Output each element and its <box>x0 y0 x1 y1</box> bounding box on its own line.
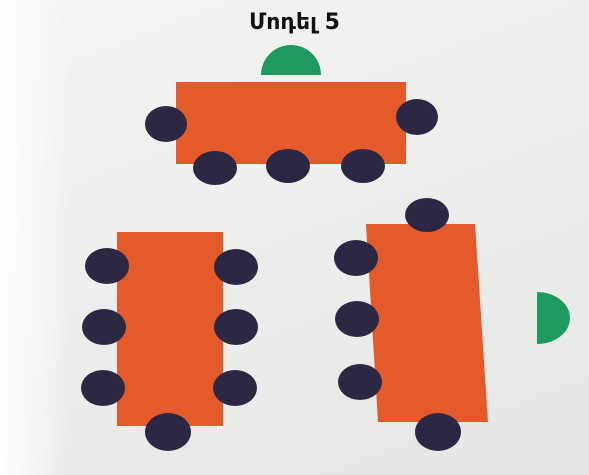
chair <box>266 149 310 183</box>
chair <box>213 370 257 406</box>
chair <box>145 106 187 142</box>
chair <box>405 198 449 232</box>
chair <box>85 248 129 284</box>
chair <box>335 301 379 337</box>
chair <box>214 249 258 285</box>
table-right <box>366 224 488 422</box>
chair <box>145 413 191 451</box>
door-right <box>537 292 570 344</box>
door-top <box>261 45 321 75</box>
chair <box>338 364 382 400</box>
chair <box>341 149 385 183</box>
chair <box>396 99 438 135</box>
chair <box>81 370 125 406</box>
diagram-title: Մոդել 5 <box>249 10 340 35</box>
chair <box>193 151 237 185</box>
chair <box>415 413 461 451</box>
table-left <box>117 232 223 426</box>
chair <box>334 240 378 276</box>
paper-edge-glare <box>0 0 70 475</box>
chair <box>214 309 258 345</box>
chair <box>82 309 126 345</box>
